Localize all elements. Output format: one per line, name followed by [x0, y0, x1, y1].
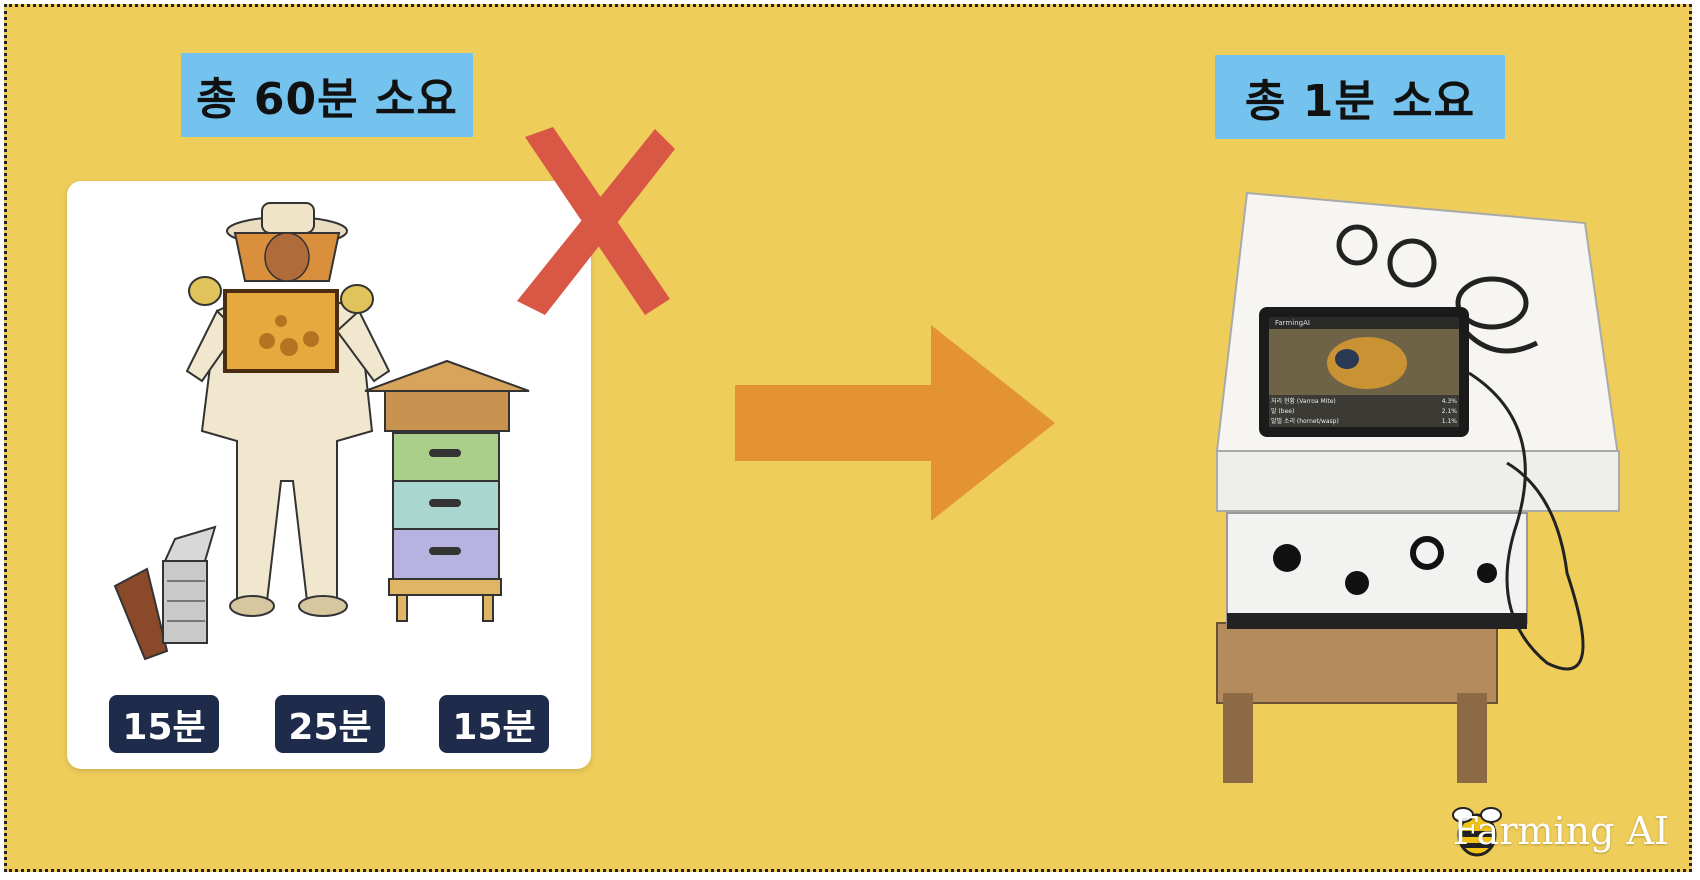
tablet-app-name: FarmingAI: [1275, 319, 1310, 327]
slide-canvas: 총 60분 소요: [4, 4, 1692, 872]
cross-mark-icon: [517, 127, 675, 315]
tablet-result-row: 처리 현황 (Varroa Mite) 4.3%: [1271, 397, 1457, 407]
smoker-icon: [113, 525, 217, 661]
arrow-right-icon: [735, 325, 1055, 521]
tablet-result-row: 말벌 소리 (hornet/wasp) 1.1%: [1271, 417, 1457, 427]
smart-hive-photo: [1215, 191, 1621, 783]
smoker-duration-badge: 15분: [109, 695, 219, 753]
beekeeper-figure: [185, 202, 391, 617]
beekeeper-illustration: [113, 202, 530, 661]
tablet-result-label: 말벌 소리 (hornet/wasp): [1271, 418, 1339, 425]
manual-inspection-card: 15분 25분 15분: [67, 181, 591, 769]
brand-name: Farming AI: [1452, 809, 1669, 853]
beehive-icon: [364, 359, 530, 622]
tablet-result-list: 처리 현황 (Varroa Mite) 4.3% 말 (bee) 2.1% 말벌…: [1271, 397, 1457, 427]
hive-duration-badge: 15분: [439, 695, 549, 753]
after-time-label: 총 1분 소요: [1215, 55, 1505, 139]
tablet-result-label: 처리 현황 (Varroa Mite): [1271, 398, 1336, 405]
tablet-result-value: 1.1%: [1441, 418, 1457, 425]
tablet-result-row: 말 (bee) 2.1%: [1271, 407, 1457, 417]
bee-logo-icon: [1452, 807, 1502, 857]
tablet-result-value: 4.3%: [1441, 398, 1457, 405]
tablet-result-label: 말 (bee): [1271, 408, 1295, 415]
beekeeper-duration-badge: 25분: [275, 695, 385, 753]
tablet-result-value: 2.1%: [1441, 408, 1457, 415]
before-time-label: 총 60분 소요: [181, 53, 473, 137]
